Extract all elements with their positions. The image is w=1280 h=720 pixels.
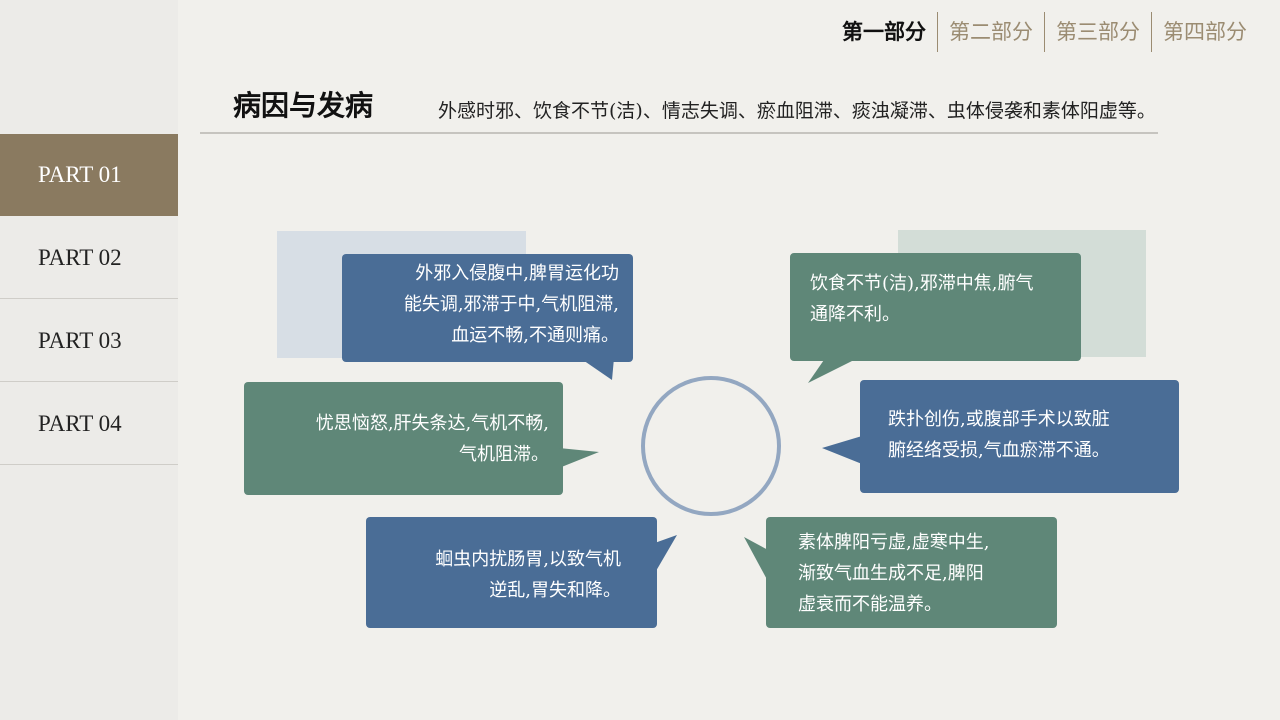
bubble-line: 饮食不节(洁),邪滞中焦,腑气 [810, 273, 1034, 294]
bubble-line: 能失调,邪滞于中,气机阻滞, [403, 294, 619, 315]
center-circle [641, 376, 781, 516]
cause-bubble-external: 外邪入侵腹中,脾胃运化功 能失调,邪滞于中,气机阻滞, 血运不畅,不通则痛。 [342, 254, 633, 380]
tab-part-2[interactable]: 第二部分 [937, 12, 1044, 52]
bubble-line: 渐致气血生成不足,脾阳 [798, 563, 984, 584]
bubble-line: 忧思恼怒,肝失条达,气机不畅, [315, 413, 549, 434]
bubble-line: 蛔虫内扰肠胃,以致气机 [435, 549, 621, 570]
bubble-tail [559, 448, 599, 468]
bubble-line: 血运不畅,不通则痛。 [451, 325, 619, 346]
bubble-line: 跌扑创伤,或腹部手术以致脏 [888, 409, 1110, 430]
title-divider [200, 132, 1158, 134]
cause-bubble-parasite: 蛔虫内扰肠胃,以致气机 逆乱,胃失和降。 [366, 517, 677, 628]
bubble-line: 虚衰而不能温养。 [798, 594, 942, 615]
top-nav: 第一部分 第二部分 第三部分 第四部分 [831, 12, 1258, 52]
bubble-tail [822, 436, 862, 464]
tab-part-1[interactable]: 第一部分 [842, 19, 926, 44]
sidebar: PART 01 PART 02 PART 03 PART 04 [0, 0, 178, 720]
bubble-tail [744, 537, 770, 585]
bubble-tail [808, 357, 860, 383]
cause-bubble-diet: 饮食不节(洁),邪滞中焦,腑气 通降不利。 [790, 253, 1081, 383]
tab-part-4[interactable]: 第四部分 [1151, 12, 1258, 52]
bubble-line: 通降不利。 [810, 304, 900, 325]
bubble-line: 腑经络受损,气血瘀滞不通。 [888, 440, 1110, 461]
bubble-line: 逆乱,胃失和降。 [489, 580, 621, 601]
sidebar-item-part-02[interactable]: PART 02 [0, 217, 178, 299]
cause-bubble-trauma: 跌扑创伤,或腹部手术以致脏 腑经络受损,气血瘀滞不通。 [822, 380, 1179, 493]
cause-bubble-emotion: 忧思恼怒,肝失条达,气机不畅, 气机阻滞。 [244, 382, 599, 495]
page-title: 病因与发病 [233, 89, 374, 122]
page-subtitle: 外感时邪、饮食不节(洁)、情志失调、瘀血阻滞、痰浊凝滞、虫体侵袭和素体阳虚等。 [438, 100, 1156, 122]
bubble-line: 外邪入侵腹中,脾胃运化功 [415, 263, 619, 284]
bubble-line: 气机阻滞。 [459, 444, 549, 465]
cause-bubble-deficiency: 素体脾阳亏虚,虚寒中生, 渐致气血生成不足,脾阳 虚衰而不能温养。 [744, 517, 1057, 628]
sidebar-item-part-03[interactable]: PART 03 [0, 300, 178, 382]
sidebar-item-part-04[interactable]: PART 04 [0, 383, 178, 465]
bubble-tail [649, 535, 677, 583]
bubble-line: 素体脾阳亏虚,虚寒中生, [798, 532, 990, 553]
sidebar-item-part-01[interactable]: PART 01 [0, 134, 178, 216]
bubble-tail [580, 358, 614, 380]
tab-part-3[interactable]: 第三部分 [1044, 12, 1151, 52]
